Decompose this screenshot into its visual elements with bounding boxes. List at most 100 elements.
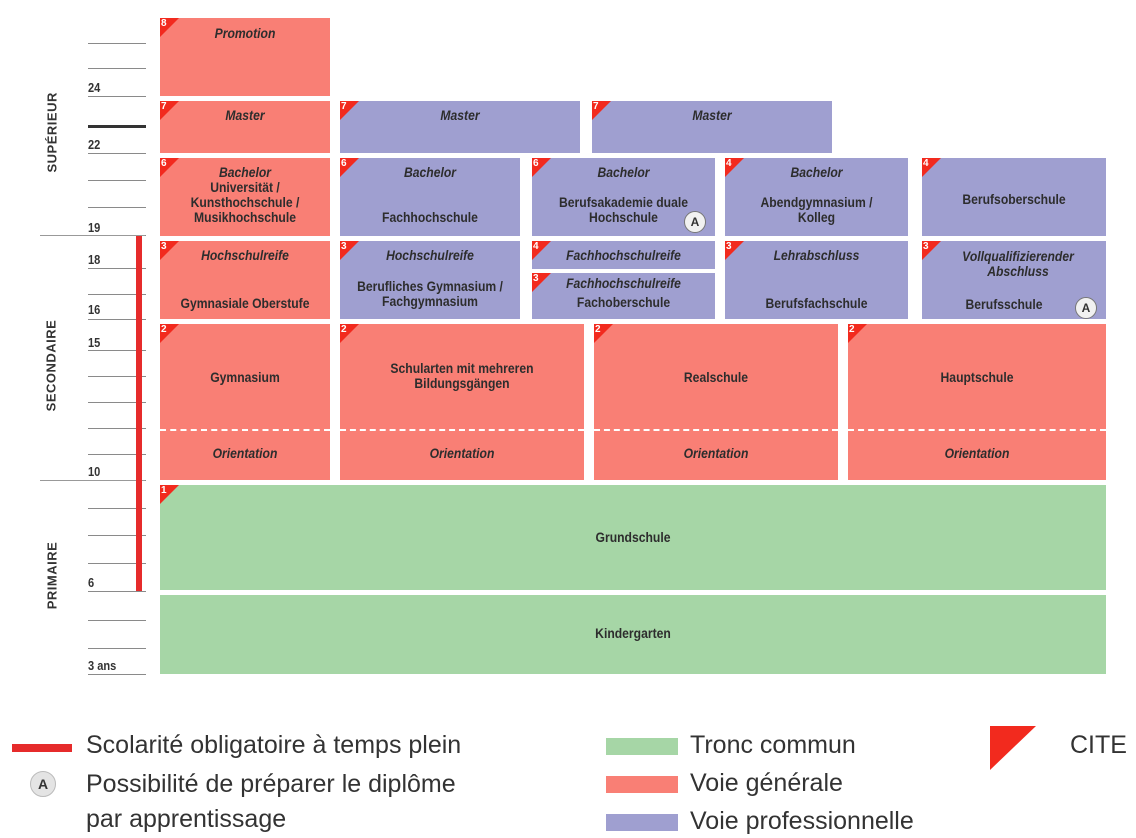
legend-professionnelle-label: Voie professionnelle: [690, 807, 914, 835]
box-title: Hochschulreife: [201, 248, 289, 263]
cite-triangle-icon: 3: [532, 273, 551, 292]
box-berufsschule: 3 Vollqualifizierender Abschluss Berufss…: [922, 241, 1106, 319]
age-tick: [88, 294, 146, 295]
cite-level: 7: [341, 101, 347, 112]
box-title: Master: [692, 108, 732, 123]
box-title: Fachhochschulreife: [566, 276, 681, 291]
box-orientation: Orientation: [212, 446, 278, 461]
box-text: Fachoberschule: [576, 295, 671, 310]
age-label: 19: [88, 220, 101, 235]
box-text: Fachhochschule: [382, 210, 478, 225]
cite-triangle-icon: 7: [160, 101, 179, 120]
box-text: Universität / Kunsthochschule / Musikhoc…: [190, 180, 300, 225]
cite-triangle-icon: 7: [592, 101, 611, 120]
cite-level: 6: [341, 158, 347, 169]
age-tick: [88, 125, 146, 128]
age-tick: [88, 207, 146, 208]
box-fachhochschulreife-a: 4 Fachhochschulreife: [532, 241, 715, 269]
box-master-pro-1: 7 Master: [340, 101, 580, 153]
level-label-superieur: SUPÉRIEUR: [44, 92, 60, 173]
box-text: Realschule: [683, 370, 749, 385]
box-title: Master: [440, 108, 480, 123]
age-tick: [88, 648, 146, 649]
box-master-general: 7 Master: [160, 101, 330, 153]
cite-triangle-icon: 6: [532, 158, 551, 177]
cite-triangle-icon: 6: [340, 158, 359, 177]
box-title: Fachhochschulreife: [566, 248, 681, 263]
box-text: Gymnasiale Oberstufe: [180, 296, 310, 311]
box-bachelor-berufsakademie: 6 Bachelor Berufsakademie duale Hochschu…: [532, 158, 715, 236]
box-title: Promotion: [214, 26, 276, 41]
age-tick: [88, 43, 146, 44]
box-text: Kindergarten: [595, 626, 671, 641]
box-fachhochschulreife-b: 3 Fachhochschulreife Fachoberschule: [532, 273, 715, 319]
level-separator: [40, 480, 145, 481]
box-title: Master: [225, 108, 265, 123]
box-orientation: Orientation: [429, 446, 495, 461]
orientation-divider: [594, 429, 838, 431]
box-bachelor-universitaet: 6 Bachelor Universität / Kunsthochschule…: [160, 158, 330, 236]
legend-professionnelle-swatch: [606, 814, 678, 831]
age-tick: [88, 268, 146, 269]
cite-level: 3: [341, 241, 347, 252]
cite-level: 7: [593, 101, 599, 112]
level-label-primaire: PRIMAIRE: [44, 541, 60, 610]
cite-level: 2: [341, 324, 347, 335]
cite-triangle-icon: 2: [594, 324, 613, 343]
cite-level: 2: [161, 324, 167, 335]
legend-generale-label: Voie générale: [690, 769, 843, 797]
box-text: Schularten mit mehreren Bildungsgängen: [390, 361, 534, 391]
legend-compulsory-label: Scolarité obligatoire à temps plein: [86, 731, 462, 759]
box-orientation: Orientation: [683, 446, 749, 461]
box-schularten: 2 Schularten mit mehreren Bildungsgängen…: [340, 324, 584, 480]
box-title: Bachelor: [597, 165, 650, 180]
age-tick: [88, 563, 146, 564]
cite-level: 3: [161, 241, 167, 252]
legend-commun-label: Tronc commun: [690, 731, 856, 759]
age-tick: [88, 153, 146, 154]
legend-compulsory-swatch: [12, 744, 72, 752]
box-master-pro-2: 7 Master: [592, 101, 832, 153]
box-promotion: 8 Promotion: [160, 18, 330, 96]
cite-triangle-icon: 4: [922, 158, 941, 177]
box-berufsoberschule: 4 Berufsoberschule: [922, 158, 1106, 236]
age-tick: [88, 591, 146, 592]
cite-level: 1: [161, 485, 167, 496]
cite-triangle-icon: 4: [532, 241, 551, 260]
cite-level: 6: [161, 158, 167, 169]
compulsory-schooling-bar: [136, 236, 142, 591]
cite-level: 2: [595, 324, 601, 335]
age-label: 6: [88, 575, 95, 590]
cite-triangle-icon: [990, 726, 1036, 775]
cite-triangle-icon: 3: [725, 241, 744, 260]
apprenticeship-badge-icon: A: [1075, 297, 1097, 319]
box-text: Berufliches Gymnasium / Fachgymnasium: [357, 279, 503, 309]
age-tick: [88, 68, 146, 69]
age-label: 22: [88, 137, 101, 152]
age-tick: [88, 535, 146, 536]
cite-level: 4: [533, 241, 539, 252]
box-title: Bachelor: [218, 165, 272, 180]
box-kindergarten: Kindergarten: [160, 595, 1106, 674]
level-separator: [40, 235, 145, 236]
box-title: Bachelor: [403, 165, 457, 180]
box-title: Bachelor: [790, 165, 843, 180]
box-berufsfachschule: 3 Lehrabschluss Berufsfachschule: [725, 241, 908, 319]
apprenticeship-badge-icon: A: [30, 771, 56, 797]
box-bachelor-fachhochschule: 6 Bachelor Fachhochschule: [340, 158, 520, 236]
cite-level: 3: [923, 241, 929, 252]
box-title: Vollqualifizierender Abschluss: [962, 249, 1074, 279]
box-berufliches-gymnasium: 3 Hochschulreife Berufliches Gymnasium /…: [340, 241, 520, 319]
level-label-secondaire: SECONDAIRE: [43, 319, 59, 412]
box-title: Lehrabschluss: [773, 248, 860, 263]
box-text: Berufsfachschule: [765, 296, 868, 311]
orientation-divider: [340, 429, 584, 431]
legend-commun-swatch: [606, 738, 678, 755]
legend-cite-label: CITE: [1070, 731, 1127, 759]
box-gymnasiale-oberstufe: 3 Hochschulreife Gymnasiale Oberstufe: [160, 241, 330, 319]
age-tick: [88, 376, 146, 377]
box-text: Berufsoberschule: [962, 192, 1066, 207]
cite-level: 4: [923, 158, 929, 169]
legend-generale-swatch: [606, 776, 678, 793]
cite-triangle-icon: 1: [160, 485, 179, 504]
